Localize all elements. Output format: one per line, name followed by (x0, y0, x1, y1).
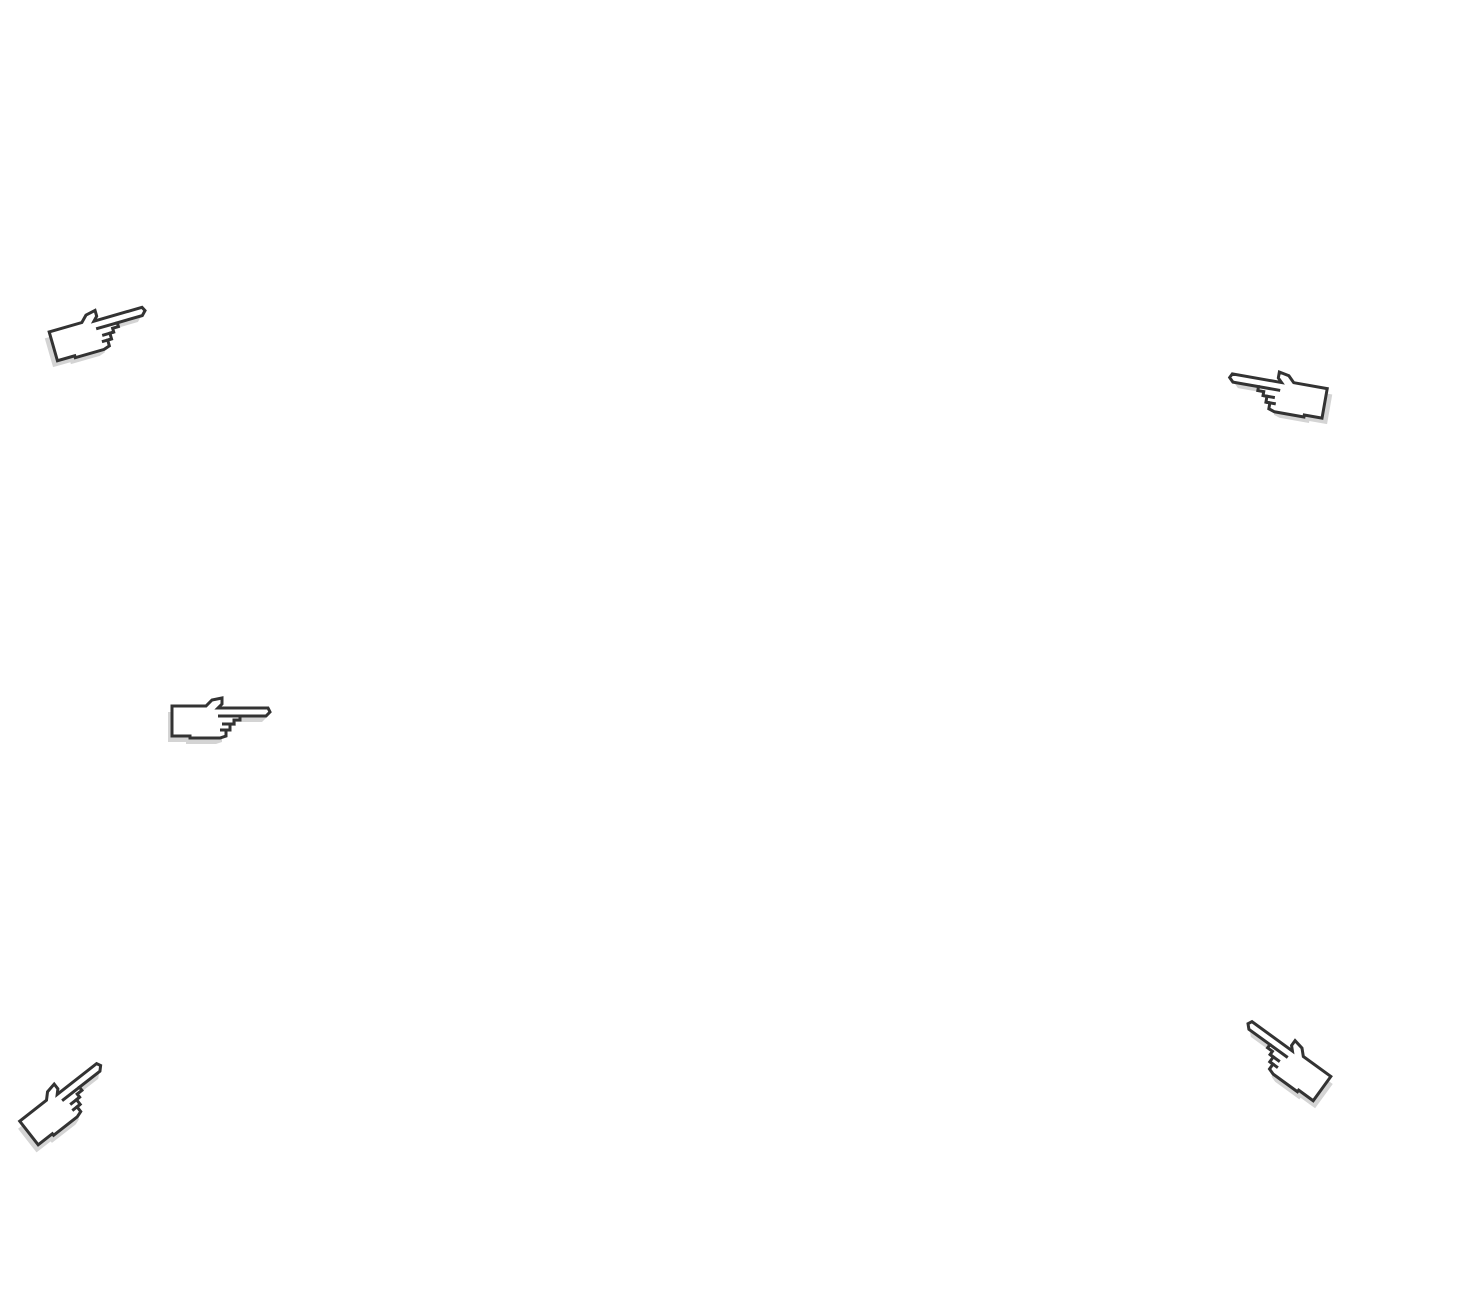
pointing-hand-icon (1210, 342, 1344, 451)
pointing-hand-icon (0, 1033, 143, 1178)
pointing-hand-icon (160, 678, 280, 768)
pointing-hand-icon (30, 275, 170, 395)
pointing-hand-icon (1207, 990, 1357, 1133)
